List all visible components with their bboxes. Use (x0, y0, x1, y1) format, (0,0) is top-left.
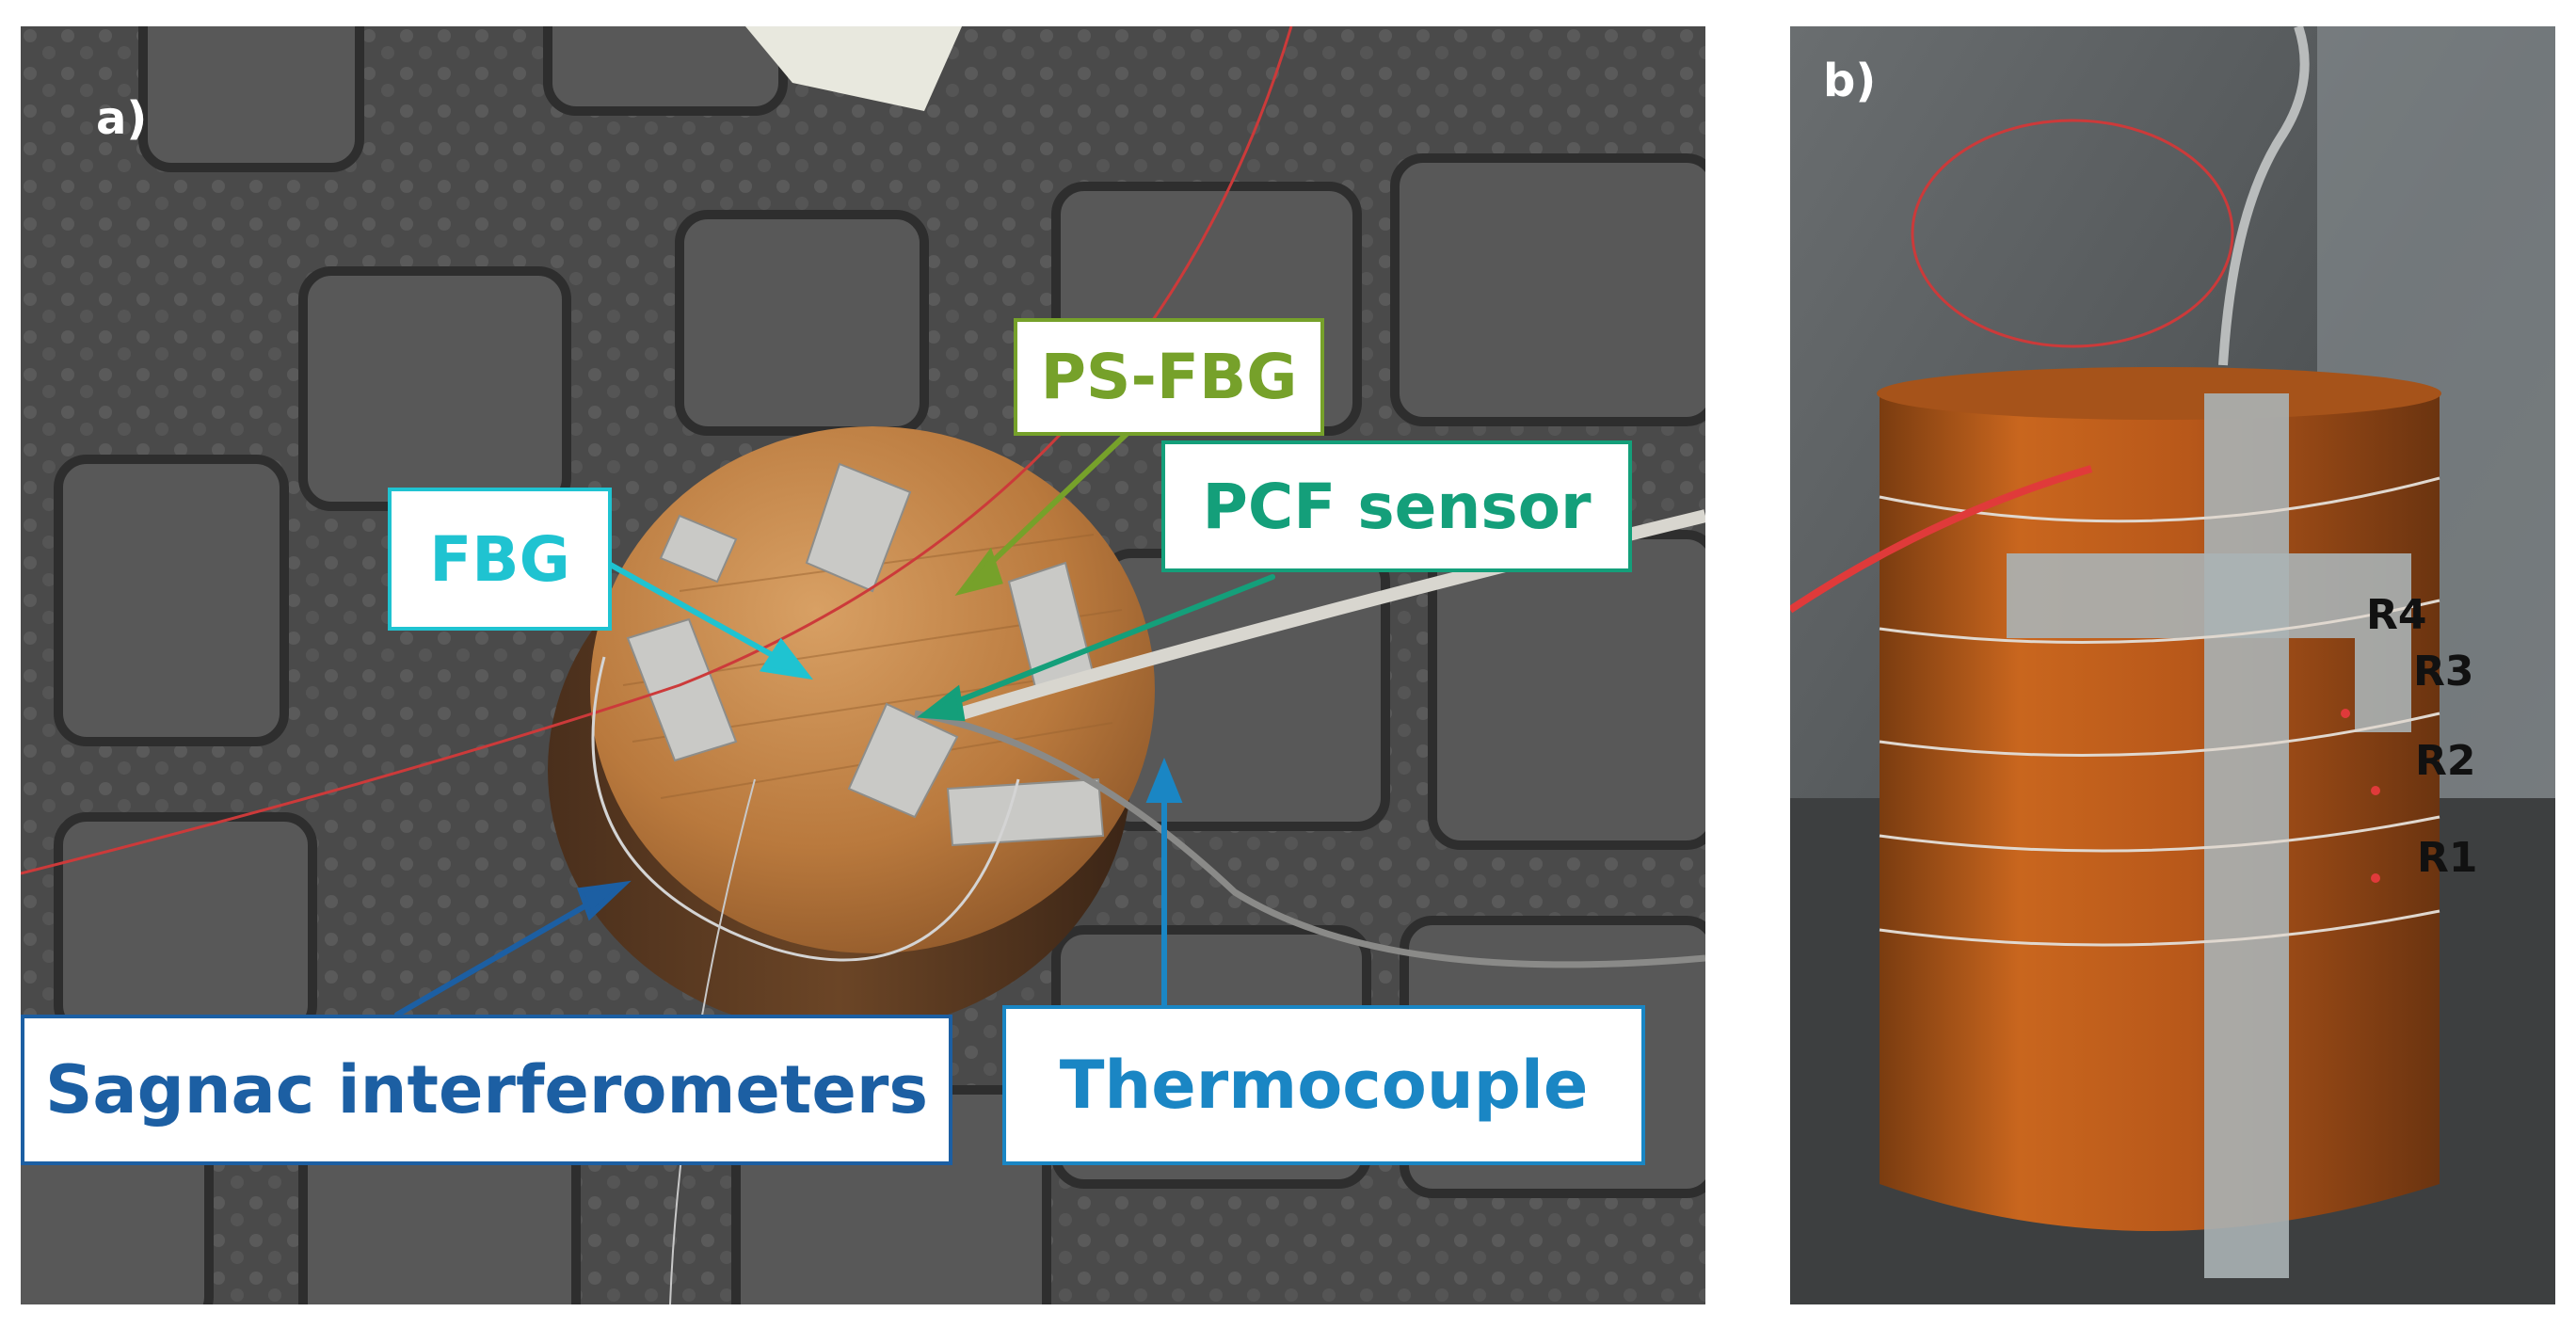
ring-label-r1: R1 (2417, 834, 2478, 882)
panel-b-letter: b) (1823, 55, 1877, 107)
sagnac-interferometers-callout: Sagnac interferometers (21, 1015, 952, 1165)
fbg-callout: FBG (388, 488, 612, 631)
ring-label-r2: R2 (2415, 737, 2476, 785)
ring-label-r4: R4 (2366, 591, 2427, 639)
panel-a-letter: a) (96, 92, 148, 145)
thermocouple-callout: Thermocouple (1002, 1005, 1645, 1165)
ps-fbg-callout: PS-FBG (1014, 318, 1324, 436)
photo-panel-b: b) R4 R3 R2 R1 (1790, 26, 2555, 1304)
pcf-sensor-callout: PCF sensor (1161, 440, 1632, 572)
ring-label-r3: R3 (2413, 648, 2474, 696)
photo-b-illustration (1790, 26, 2555, 1304)
photo-panel-a: a) PS-FBG FBG PCF sensor Sagnac interfer… (21, 26, 1705, 1304)
